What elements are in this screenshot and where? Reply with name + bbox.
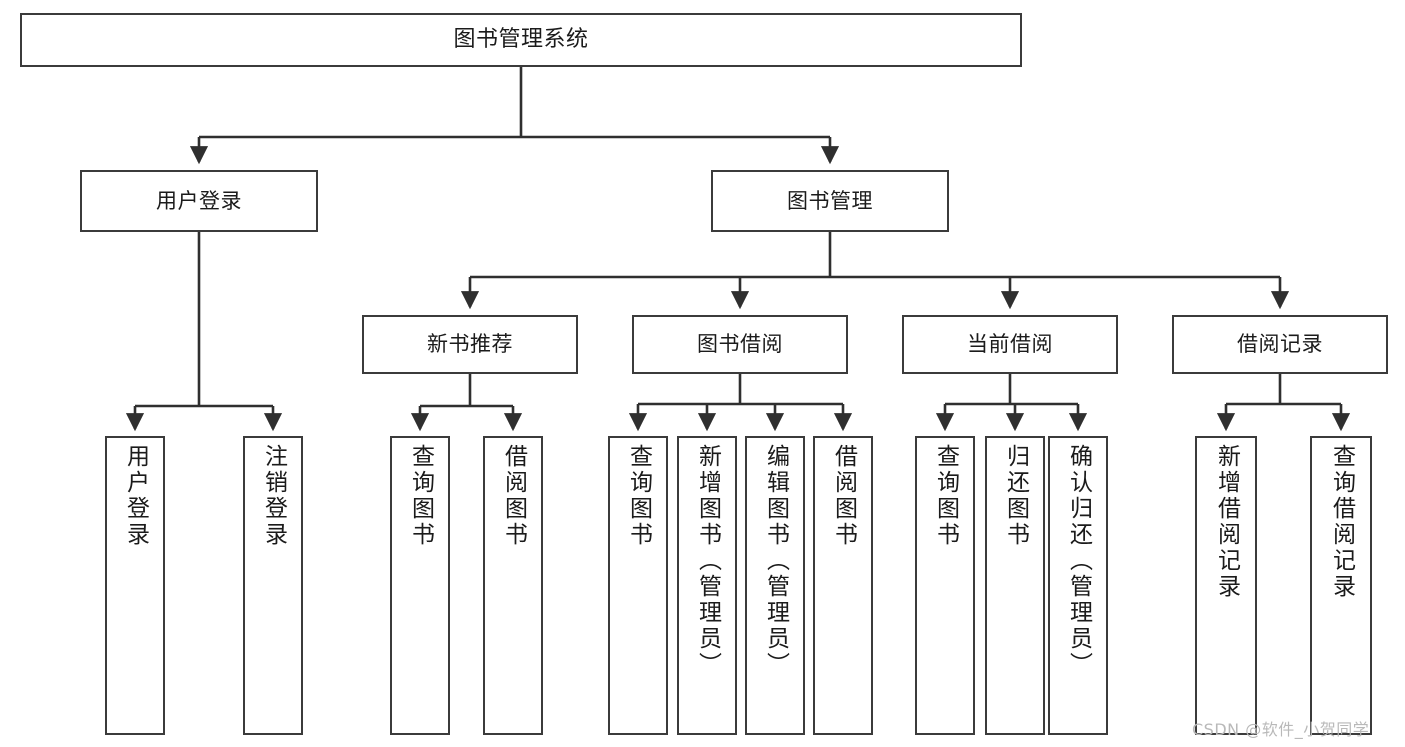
node-leaf-add-borrow-record[interactable]: 新增借阅记录	[1195, 436, 1257, 735]
node-label: 编辑图书（管理员）	[762, 444, 789, 678]
node-book-borrow[interactable]: 图书借阅	[632, 315, 848, 374]
node-label: 归还图书	[1002, 444, 1029, 548]
node-label: 借阅记录	[1237, 332, 1323, 357]
node-label: 新增借阅记录	[1213, 444, 1240, 600]
node-label: 查询图书	[932, 444, 959, 548]
node-label: 查询图书	[625, 444, 652, 548]
node-label: 确认归还（管理员）	[1065, 444, 1092, 678]
node-label: 图书管理	[787, 188, 873, 213]
node-new-book-recommend[interactable]: 新书推荐	[362, 315, 578, 374]
node-label: 图书管理系统	[453, 27, 589, 53]
node-label: 用户登录	[122, 444, 149, 548]
node-leaf-edit-book-admin[interactable]: 编辑图书（管理员）	[745, 436, 805, 735]
node-label: 图书借阅	[697, 332, 783, 357]
node-label: 查询借阅记录	[1328, 444, 1355, 600]
node-borrow-record[interactable]: 借阅记录	[1172, 315, 1388, 374]
node-book-management[interactable]: 图书管理	[711, 170, 949, 232]
node-label: 当前借阅	[967, 332, 1053, 357]
node-leaf-user-login[interactable]: 用户登录	[105, 436, 165, 735]
node-leaf-borrow-query-book[interactable]: 查询图书	[608, 436, 668, 735]
node-leaf-add-book-admin[interactable]: 新增图书（管理员）	[677, 436, 737, 735]
node-label: 新增图书（管理员）	[694, 444, 721, 678]
node-leaf-current-query-book[interactable]: 查询图书	[915, 436, 975, 735]
node-label: 借阅图书	[830, 444, 857, 548]
node-leaf-return-book[interactable]: 归还图书	[985, 436, 1045, 735]
node-label: 新书推荐	[427, 332, 513, 357]
node-leaf-query-borrow-record[interactable]: 查询借阅记录	[1310, 436, 1372, 735]
node-leaf-user-logout[interactable]: 注销登录	[243, 436, 303, 735]
node-label: 查询图书	[407, 444, 434, 548]
node-label: 注销登录	[260, 444, 287, 548]
node-user-login[interactable]: 用户登录	[80, 170, 318, 232]
node-root-book-management-system[interactable]: 图书管理系统	[20, 13, 1022, 67]
node-label: 用户登录	[156, 188, 242, 213]
node-leaf-new-book-query[interactable]: 查询图书	[390, 436, 450, 735]
node-leaf-new-book-borrow[interactable]: 借阅图书	[483, 436, 543, 735]
node-leaf-borrow-book[interactable]: 借阅图书	[813, 436, 873, 735]
node-leaf-confirm-return-admin[interactable]: 确认归还（管理员）	[1048, 436, 1108, 735]
node-current-borrow[interactable]: 当前借阅	[902, 315, 1118, 374]
node-label: 借阅图书	[500, 444, 527, 548]
